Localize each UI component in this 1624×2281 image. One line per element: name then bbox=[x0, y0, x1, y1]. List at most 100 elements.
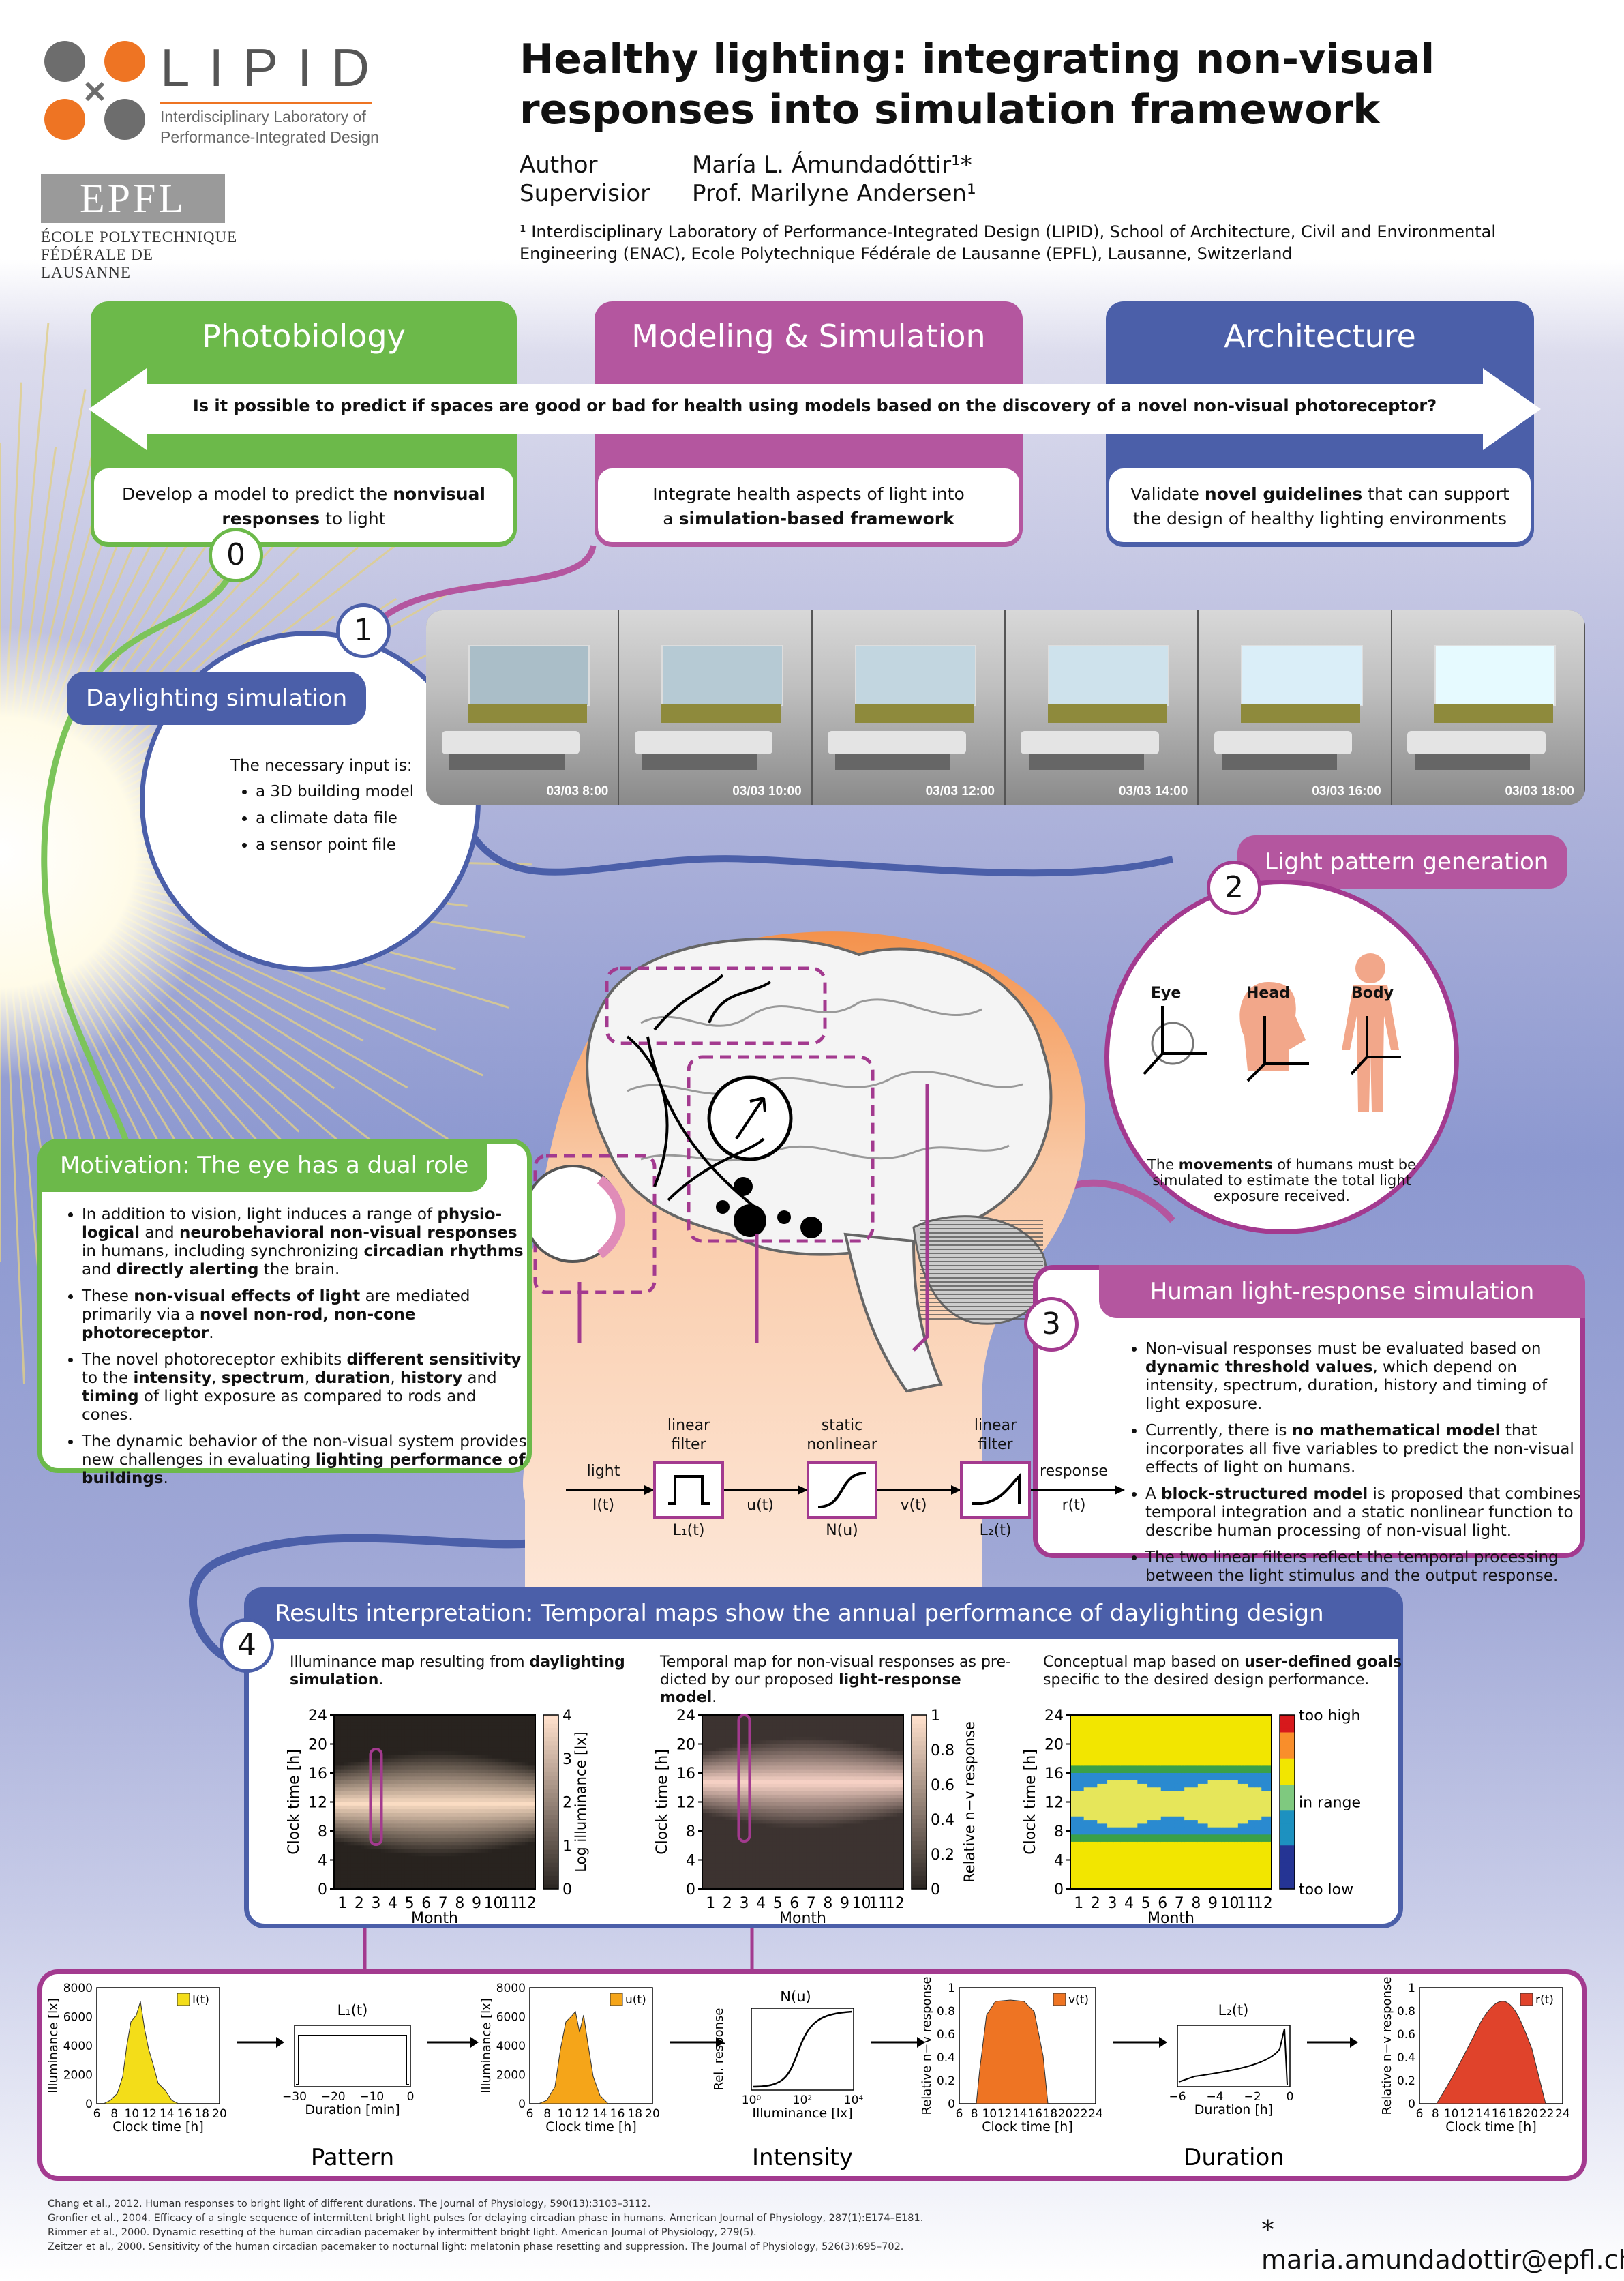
map1-caption: Illuminance map resulting from daylighti… bbox=[290, 1654, 625, 1688]
x-tick-label: 16 bbox=[177, 2107, 192, 2121]
x-tick-label: 20 bbox=[212, 2107, 227, 2121]
colorbar-tick-label: 0.8 bbox=[931, 1742, 954, 1759]
y-tick-label: 8 bbox=[318, 1823, 327, 1840]
x-tick-label: 6 bbox=[93, 2107, 101, 2121]
x-tick-label: 16 bbox=[1492, 2107, 1507, 2121]
x-tick-label: −2 bbox=[1244, 2090, 1261, 2104]
lab-logo-subtitle-1: Interdisciplinary Laboratory of bbox=[160, 108, 366, 125]
filter-title: N(u) bbox=[780, 1988, 811, 2005]
pillar-title: Architecture bbox=[1224, 318, 1416, 355]
x-tick-label: 4 bbox=[1124, 1895, 1134, 1912]
colorbar-label: Log illuminance [lx] bbox=[573, 1731, 589, 1873]
x-axis-label: Month bbox=[779, 1910, 826, 1927]
block2-title-2: nonlinear bbox=[807, 1436, 877, 1453]
x-axis-label: Duration [min] bbox=[305, 2102, 400, 2117]
rendering-time-label: 03/03 14:00 bbox=[1118, 784, 1188, 799]
block2-name: N(u) bbox=[826, 1522, 858, 1539]
block-model-wires bbox=[566, 1461, 1125, 1519]
y-tick-label: 0 bbox=[1408, 2098, 1415, 2111]
x-tick-label: 10 bbox=[125, 2107, 140, 2121]
bullet-item: The novel photoreceptor exhibits differe… bbox=[82, 1351, 532, 1425]
x-tick-label: 3 bbox=[371, 1895, 380, 1912]
x-tick-label: 24 bbox=[1088, 2107, 1103, 2121]
bullet-item: Currently, there is no mathematical mode… bbox=[1145, 1422, 1582, 1477]
body-figure bbox=[1342, 953, 1401, 1112]
y-tick-label: 0 bbox=[85, 2098, 93, 2111]
y-tick-label: 0.2 bbox=[937, 2074, 955, 2088]
supervisor-label: Supervisior bbox=[520, 180, 650, 207]
y-tick-label: 1 bbox=[1408, 1982, 1415, 1995]
map2-caption: Temporal map for non-visual responses as… bbox=[660, 1654, 1011, 1706]
x-tick-label: −30 bbox=[282, 2090, 307, 2104]
input-item: a 3D building model bbox=[256, 783, 414, 801]
y-tick-label: 20 bbox=[1044, 1737, 1064, 1754]
lab-logo-divider bbox=[160, 102, 372, 104]
bullet-item: In addition to vision, light induces a r… bbox=[82, 1206, 532, 1279]
colorbar-tick-label: 4 bbox=[562, 1708, 572, 1725]
brainstem bbox=[843, 1232, 943, 1393]
x-tick-label: 9 bbox=[472, 1895, 481, 1912]
head-brain-illustration bbox=[505, 931, 1085, 1602]
x-tick-label: 20 bbox=[1524, 2107, 1539, 2121]
human-response-bullets: Non-visual responses must be evaluated b… bbox=[1118, 1340, 1582, 1594]
y-tick-label: 16 bbox=[308, 1765, 327, 1783]
school-logo-line-1: ÉCOLE POLYTECHNIQUE bbox=[41, 228, 238, 245]
y-tick-label: 16 bbox=[676, 1765, 695, 1783]
lab-logo-name: LIPID bbox=[160, 38, 389, 98]
y-tick-label: 4 bbox=[686, 1853, 695, 1870]
block1-title-1: linear bbox=[667, 1417, 710, 1434]
daylighting-inputs: a 3D building model a climate data file … bbox=[228, 783, 414, 863]
goal-modeling: Integrate health aspects of light into a… bbox=[595, 465, 1023, 546]
y-axis-label: Clock time [h] bbox=[654, 1749, 671, 1855]
legend-label: u(t) bbox=[625, 1993, 646, 2007]
x-tick-label: 0 bbox=[407, 2090, 415, 2104]
x-tick-label: 11 bbox=[1237, 1895, 1256, 1912]
x-tick-label: 10⁰ bbox=[742, 2093, 762, 2107]
y-tick-label: 0.2 bbox=[1397, 2074, 1415, 2088]
bullet-item: The dynamic behavior of the non-visual s… bbox=[82, 1433, 532, 1488]
input-var: I(t) bbox=[592, 1497, 615, 1514]
rendering-frame: 03/03 16:00 bbox=[1199, 610, 1392, 805]
results-heading: Results interpretation: Temporal maps sh… bbox=[244, 1587, 1403, 1639]
x-tick-label: 6 bbox=[790, 1895, 799, 1912]
x-tick-label: 3 bbox=[1107, 1895, 1117, 1912]
step-1: 1 bbox=[336, 603, 391, 658]
legend-label: v(t) bbox=[1068, 1993, 1089, 2007]
title-line-1: Healthy lighting: integrating non-visual bbox=[520, 35, 1435, 83]
x-tick-label: 8 bbox=[455, 1895, 464, 1912]
x-tick-label: 5 bbox=[773, 1895, 783, 1912]
reference: Gronfier et al., 2004. Efficacy of a sin… bbox=[48, 2213, 924, 2224]
block-model: light I(t) linear filter L₁(t) u(t) stat… bbox=[566, 1405, 1125, 1548]
connector-blue-1 bbox=[467, 830, 1174, 877]
colorbar-tick-label: 3 bbox=[562, 1751, 572, 1768]
x-axis-label: Clock time [h] bbox=[982, 2119, 1073, 2134]
x-tick-label: 8 bbox=[543, 2107, 551, 2121]
x-tick-label: 7 bbox=[807, 1895, 816, 1912]
rendering-time-label: 03/03 12:00 bbox=[925, 784, 995, 799]
y-tick-label: 16 bbox=[1044, 1765, 1064, 1783]
x-tick-label: 22 bbox=[1539, 2107, 1554, 2121]
affiliation: ¹ Interdisciplinary Laboratory of Perfor… bbox=[520, 222, 1497, 263]
rendering-frame: 03/03 10:00 bbox=[619, 610, 813, 805]
daylighting-heading: Daylighting simulation bbox=[67, 672, 367, 725]
x-tick-label: 12 bbox=[142, 2107, 157, 2121]
highlight-march bbox=[737, 1714, 751, 1843]
y-tick-label: 0.4 bbox=[937, 2051, 955, 2065]
stage-caption: Intensity bbox=[752, 2144, 853, 2171]
x-tick-label: 7 bbox=[1175, 1895, 1184, 1912]
x-tick-label: 6 bbox=[421, 1895, 431, 1912]
block2-title-1: static bbox=[821, 1417, 863, 1434]
block1-name: L₁(t) bbox=[672, 1522, 705, 1539]
y-axis-label: Rel. response bbox=[712, 2008, 726, 2091]
y-tick-label: 24 bbox=[676, 1708, 695, 1725]
x-tick-label: 18 bbox=[627, 2107, 642, 2121]
filter-title: L₂(t) bbox=[1218, 2002, 1249, 2018]
y-tick-label: 12 bbox=[308, 1795, 327, 1812]
y-tick-label: 0 bbox=[1054, 1881, 1064, 1898]
contact-email[interactable]: * maria.amundadottir@epfl.ch bbox=[1261, 2215, 1624, 2275]
x-tick-label: 8 bbox=[1432, 2107, 1439, 2121]
